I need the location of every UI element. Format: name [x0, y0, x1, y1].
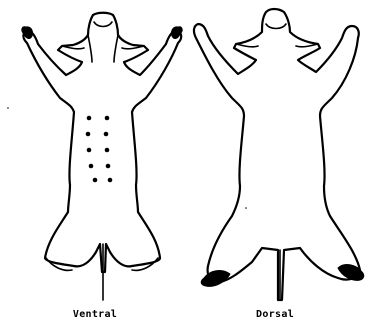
ventral-view [22, 13, 182, 300]
dorsal-body-outline [194, 9, 360, 300]
ventral-body-outline [23, 13, 181, 272]
ventral-spot [87, 116, 92, 121]
ventral-spot [87, 148, 92, 153]
dorsal-view [194, 9, 364, 300]
ventral-spot [86, 132, 91, 137]
ventral-spot [93, 178, 98, 183]
ventral-label: Ventral [55, 309, 135, 320]
scan-speck [245, 207, 247, 209]
ventral-spot [106, 164, 111, 169]
scan-speck [7, 107, 9, 109]
dorsal-label: Dorsal [235, 309, 315, 320]
ventral-spot [108, 178, 113, 183]
dorsal-hind-paw-left [201, 271, 230, 287]
ventral-spot [105, 148, 110, 153]
ventral-spot [105, 116, 110, 121]
ventral-spot [104, 132, 109, 137]
ventral-spot [89, 164, 94, 169]
